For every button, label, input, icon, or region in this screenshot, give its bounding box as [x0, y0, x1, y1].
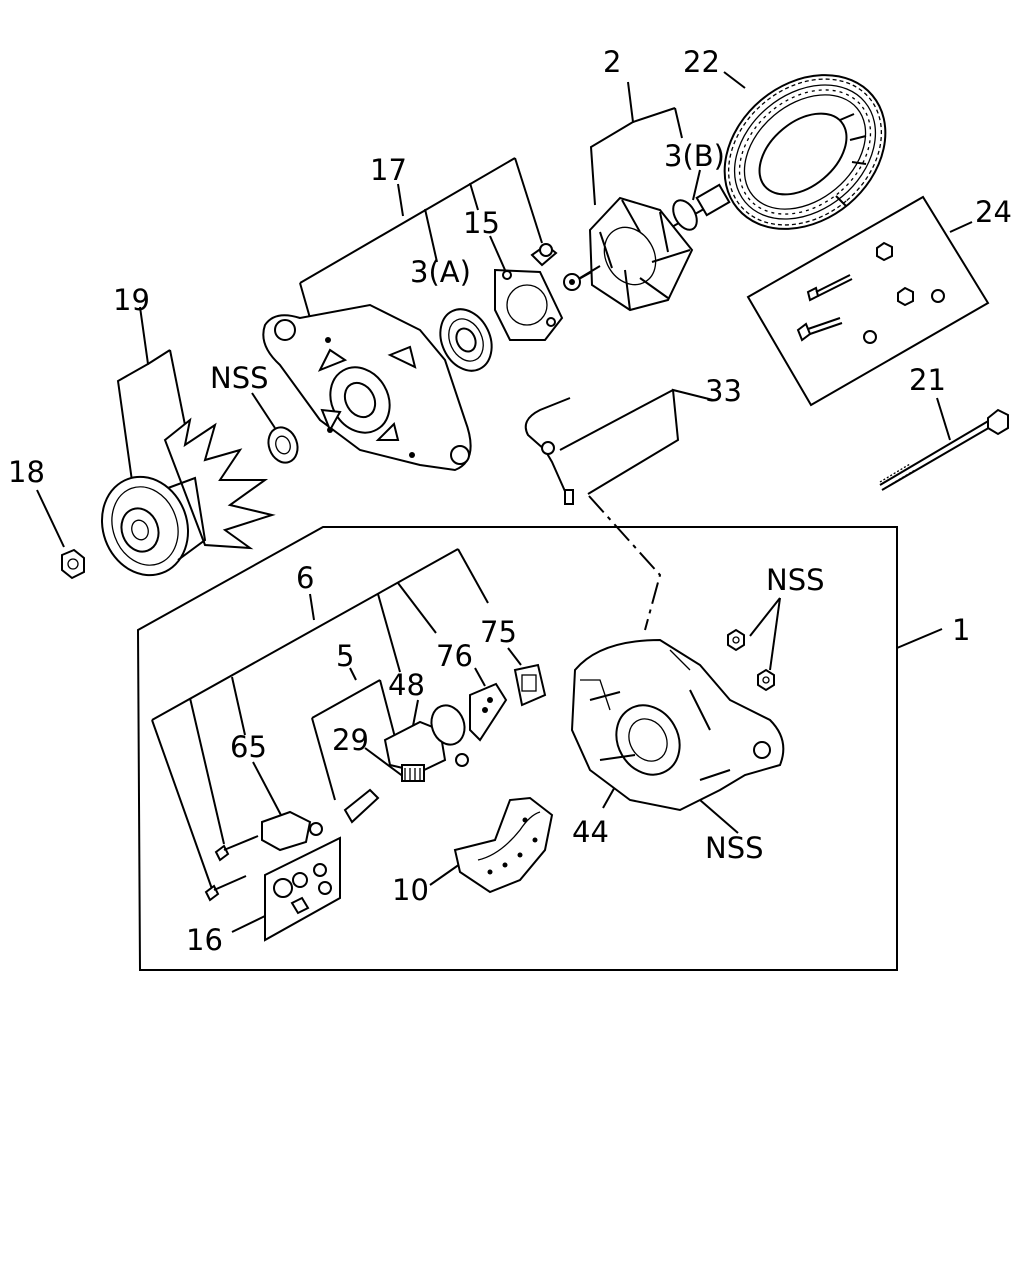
through-bolt-21 [879, 408, 1009, 491]
callout-labels: 2 22 3(B) 17 15 3(A) 24 19 NSS 33 21 18 … [8, 45, 1012, 957]
regulator-brush-48 [383, 704, 469, 782]
front-frame-17 [262, 303, 472, 472]
nuts-nss [727, 628, 775, 692]
callout-2: 2 [603, 45, 621, 79]
terminal-65 [204, 810, 323, 902]
callout-nss-nuts: NSS [766, 563, 825, 597]
callout-15: 15 [463, 206, 500, 240]
callout-29: 29 [332, 723, 369, 757]
callout-10: 10 [392, 873, 429, 907]
insulator-76 [469, 682, 508, 742]
callout-76: 76 [436, 639, 473, 673]
retainer-plate-15 [494, 268, 564, 341]
callout-3b: 3(B) [664, 139, 725, 173]
callout-nss-housing: NSS [705, 831, 764, 865]
insulator-75 [513, 663, 547, 707]
callout-6: 6 [296, 561, 314, 595]
rectifier-10 [453, 796, 554, 894]
callout-3a: 3(A) [410, 255, 471, 289]
callout-33: 33 [705, 374, 742, 408]
brush-holder-29 [343, 788, 380, 824]
callout-nss-bushing: NSS [210, 361, 269, 395]
callout-44: 44 [572, 815, 609, 849]
bearing-3a [439, 308, 493, 372]
bolt-kit-16 [273, 863, 332, 915]
callout-1: 1 [952, 613, 970, 647]
callout-65: 65 [230, 730, 267, 764]
leader-lines [36, 71, 990, 971]
callout-48: 48 [388, 668, 425, 702]
callout-22: 22 [683, 45, 720, 79]
callout-17: 17 [370, 153, 407, 187]
callout-18: 18 [8, 455, 45, 489]
rear-housing-nss [570, 638, 785, 812]
rotor-2 [563, 183, 731, 312]
pulley-nut-18 [61, 548, 85, 580]
screw-17-bracket [530, 243, 558, 267]
wire-lead-33 [524, 397, 574, 505]
callout-16: 16 [186, 923, 223, 957]
callout-21: 21 [909, 363, 946, 397]
callout-75: 75 [480, 615, 517, 649]
callout-19: 19 [113, 283, 150, 317]
callout-5: 5 [336, 639, 354, 673]
callout-24: 24 [975, 195, 1012, 229]
bolt-kit-24 [796, 241, 945, 344]
bushing-nss [267, 426, 299, 464]
fan-pulley-19 [100, 417, 276, 577]
stator-22 [723, 74, 887, 230]
